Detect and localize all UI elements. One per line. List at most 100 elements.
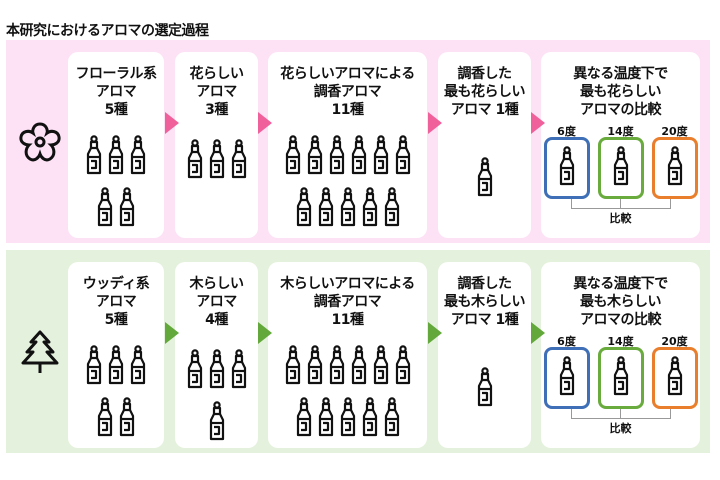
aroma-bottle-icon <box>373 135 389 179</box>
temperature-6度: 6度 <box>543 333 590 409</box>
step-box-4: 調香した 最も木らしい アロマ 1種 <box>438 262 531 448</box>
step-box-3: 花らしいアロマによる 調香アロマ 11種 <box>268 52 427 238</box>
temperature-frame <box>597 137 644 199</box>
step-box-2: 木らしい アロマ 4種 <box>175 262 258 448</box>
aroma-bottle-icon <box>97 187 113 231</box>
bottle-group <box>475 157 495 201</box>
aroma-bottle-icon <box>307 345 323 389</box>
step-box-2: 花らしい アロマ 3種 <box>175 52 258 238</box>
temperature-label: 20度 <box>661 125 688 138</box>
aroma-bottle-icon <box>559 146 575 190</box>
aroma-bottle-icon <box>667 356 683 400</box>
page-title: 本研究におけるアロマの選定過程 <box>6 23 209 39</box>
step-label: 木らしいアロマによる 調香アロマ 11種 <box>280 276 415 328</box>
temperature-label: 14度 <box>607 125 634 138</box>
aroma-bottle-icon <box>384 187 400 231</box>
temperature-frame <box>543 347 590 409</box>
temperature-14度: 14度 <box>597 123 644 199</box>
aroma-bottle-icon <box>362 397 378 441</box>
aroma-bottle-icon <box>296 187 312 231</box>
temperature-label: 6度 <box>557 335 576 348</box>
aroma-bottle-icon <box>373 345 389 389</box>
aroma-bottle-icon <box>231 349 247 393</box>
step-label: フローラル系 アロマ 5種 <box>75 66 158 118</box>
step-box-5: 異なる温度下で 最も木らしい アロマの比較 6度 14度 20度比較 <box>541 262 700 448</box>
aroma-bottle-icon <box>209 139 225 183</box>
temperature-14度: 14度 <box>597 333 644 409</box>
step-label: 木らしい アロマ 4種 <box>189 276 245 328</box>
bottle-group <box>86 135 146 231</box>
bottle-group <box>278 345 418 441</box>
bottle-group <box>86 345 146 441</box>
aroma-bottle-icon <box>362 187 378 231</box>
step-label: 調香した 最も花らしい アロマ 1種 <box>444 66 526 118</box>
arrow-right-icon <box>165 112 179 134</box>
bottle-group <box>278 135 418 231</box>
flower-icon <box>18 118 62 166</box>
bottle-group <box>177 139 257 183</box>
aroma-bottle-icon <box>559 356 575 400</box>
aroma-bottle-icon <box>329 345 345 389</box>
aroma-bottle-icon <box>477 367 493 411</box>
arrow-right-icon <box>258 322 272 344</box>
aroma-bottle-icon <box>329 135 345 179</box>
aroma-bottle-icon <box>340 187 356 231</box>
aroma-bottle-icon <box>209 401 225 445</box>
aroma-bottle-icon <box>351 135 367 179</box>
aroma-bottle-icon <box>318 397 334 441</box>
aroma-bottle-icon <box>351 345 367 389</box>
aroma-bottle-icon <box>187 139 203 183</box>
temperature-frame <box>543 137 590 199</box>
aroma-bottle-icon <box>97 397 113 441</box>
arrow-right-icon <box>428 112 442 134</box>
step-label: 花らしいアロマによる 調香アロマ 11種 <box>280 66 415 118</box>
arrow-right-icon <box>165 322 179 344</box>
comparison-label: 比較 <box>609 212 632 225</box>
temperature-20度: 20度 <box>651 123 698 199</box>
step-label: 調香した 最も木らしい アロマ 1種 <box>444 276 526 328</box>
arrow-right-icon <box>258 112 272 134</box>
temperature-label: 14度 <box>607 335 634 348</box>
aroma-bottle-icon <box>86 135 102 179</box>
aroma-bottle-icon <box>231 139 247 183</box>
temperature-20度: 20度 <box>651 333 698 409</box>
arrow-right-icon <box>428 322 442 344</box>
temperature-frame <box>597 347 644 409</box>
step-label: 異なる温度下で 最も木らしい アロマの比較 <box>573 276 668 328</box>
temperature-label: 20度 <box>661 335 688 348</box>
aroma-bottle-icon <box>340 397 356 441</box>
aroma-bottle-icon <box>477 157 493 201</box>
aroma-bottle-icon <box>384 397 400 441</box>
step-box-4: 調香した 最も花らしい アロマ 1種 <box>438 52 531 238</box>
bottle-group <box>177 349 257 445</box>
temperature-comparison: 6度 14度 20度 <box>541 123 700 199</box>
comparison-label: 比較 <box>609 422 632 435</box>
aroma-bottle-icon <box>86 345 102 389</box>
aroma-bottle-icon <box>108 345 124 389</box>
aroma-bottle-icon <box>613 356 629 400</box>
comparison-bracket <box>570 199 671 209</box>
aroma-bottle-icon <box>119 187 135 231</box>
temperature-frame <box>651 347 698 409</box>
aroma-bottle-icon <box>613 146 629 190</box>
floral-panel: フローラル系 アロマ 5種花らしい アロマ 3種花らしいアロマによる 調香アロマ… <box>6 40 710 243</box>
aroma-bottle-icon <box>187 349 203 393</box>
step-label: 異なる温度下で 最も花らしい アロマの比較 <box>573 66 668 118</box>
temperature-6度: 6度 <box>543 123 590 199</box>
arrow-right-icon <box>531 322 545 344</box>
tree-icon <box>18 328 62 376</box>
aroma-bottle-icon <box>285 345 301 389</box>
step-label: ウッディ系 アロマ 5種 <box>82 276 150 328</box>
bottle-group <box>475 367 495 411</box>
aroma-bottle-icon <box>130 345 146 389</box>
aroma-bottle-icon <box>395 135 411 179</box>
step-box-3: 木らしいアロマによる 調香アロマ 11種 <box>268 262 427 448</box>
temperature-comparison: 6度 14度 20度 <box>541 333 700 409</box>
comparison-bracket <box>570 409 671 419</box>
aroma-bottle-icon <box>318 187 334 231</box>
woody-panel: ウッディ系 アロマ 5種木らしい アロマ 4種木らしいアロマによる 調香アロマ … <box>6 250 710 453</box>
step-box-1: ウッディ系 アロマ 5種 <box>68 262 164 448</box>
aroma-bottle-icon <box>285 135 301 179</box>
aroma-bottle-icon <box>209 349 225 393</box>
